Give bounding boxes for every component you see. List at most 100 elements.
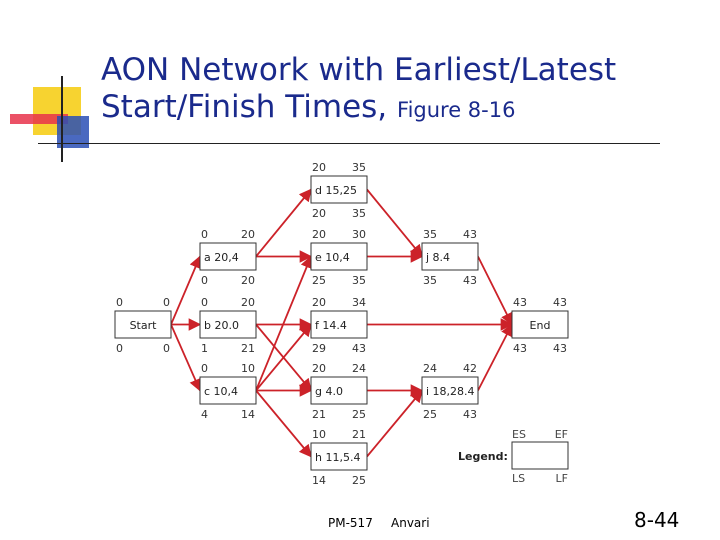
node-b-ls: 1 xyxy=(201,342,208,355)
node-e-ef: 30 xyxy=(352,228,366,241)
node-a-ef: 20 xyxy=(241,228,255,241)
node-g-ls: 21 xyxy=(312,408,326,421)
node-f-label: f 14.4 xyxy=(315,319,347,332)
node-b-ef: 20 xyxy=(241,296,255,309)
slide-title: AON Network with Earliest/Latest Start/F… xyxy=(101,52,616,129)
node-b-label: b 20.0 xyxy=(204,319,239,332)
node-end-ef: 43 xyxy=(553,296,567,309)
node-a-es: 0 xyxy=(201,228,208,241)
node-j-lf: 43 xyxy=(463,274,477,287)
node-b-lf: 21 xyxy=(241,342,255,355)
node-end-label: End xyxy=(530,319,551,332)
node-c-es: 0 xyxy=(201,362,208,375)
node-f-box xyxy=(310,310,368,339)
legend: Legend: ES EF LS LF xyxy=(458,428,569,485)
node-h-ls: 14 xyxy=(312,474,326,487)
node-e-box xyxy=(310,242,368,271)
node-g-lf: 25 xyxy=(352,408,366,421)
legend-label: Legend: xyxy=(458,450,508,463)
node-c-label: c 10,4 xyxy=(204,385,238,398)
node-e-es: 20 xyxy=(312,228,326,241)
edge-a-d xyxy=(255,188,312,258)
node-j-box xyxy=(421,242,479,271)
legend-ef: EF xyxy=(555,428,568,441)
node-d-ls: 20 xyxy=(312,207,326,220)
node-i-es: 24 xyxy=(423,362,437,375)
edge-j-end xyxy=(477,256,513,326)
title-line-1: AON Network with Earliest/Latest xyxy=(101,52,617,88)
edges-layer xyxy=(170,188,514,458)
node-j-es: 35 xyxy=(423,228,437,241)
node-end-lf: 43 xyxy=(553,342,567,355)
node-b-es: 0 xyxy=(201,296,208,309)
node-i-lf: 43 xyxy=(463,408,477,421)
node-b-box xyxy=(199,310,257,339)
node-d-box xyxy=(310,175,368,204)
footer-course: PM-517 xyxy=(328,516,373,530)
node-start-ef: 0 xyxy=(163,296,170,309)
title-line-2: Start/Finish Times, Figure 8-16 xyxy=(101,89,616,129)
node-j-label: j 8.4 xyxy=(425,251,450,264)
node-h-es: 10 xyxy=(312,428,326,441)
node-e-lf: 35 xyxy=(352,274,366,287)
legend-es: ES xyxy=(512,428,526,441)
node-start-ls: 0 xyxy=(116,342,123,355)
node-end-ls: 43 xyxy=(513,342,527,355)
node-a-label: a 20,4 xyxy=(204,251,239,264)
node-j-ls: 35 xyxy=(423,274,437,287)
node-c-ls: 4 xyxy=(201,408,208,421)
node-h-box xyxy=(310,442,368,471)
node-j-ef: 43 xyxy=(463,228,477,241)
node-i-box xyxy=(421,376,479,405)
edge-start-a xyxy=(170,255,202,325)
node-c: c 10,4 0 10 4 14 xyxy=(199,362,257,421)
legend-box xyxy=(511,441,569,470)
node-i-ef: 42 xyxy=(463,362,477,375)
node-g-ef: 24 xyxy=(352,362,366,375)
edge-d-j xyxy=(366,188,423,258)
node-i-label: i 18,28.4 xyxy=(426,385,475,398)
node-start-lf: 0 xyxy=(163,342,170,355)
node-d-lf: 35 xyxy=(352,207,366,220)
node-h-ef: 21 xyxy=(352,428,366,441)
node-c-lf: 14 xyxy=(241,408,255,421)
node-d-label: d 15,25 xyxy=(315,184,357,197)
node-c-ef: 10 xyxy=(241,362,255,375)
node-end-box xyxy=(511,310,569,339)
node-b: b 20.0 0 20 1 21 xyxy=(199,296,257,355)
edge-h-i xyxy=(366,389,423,458)
node-d: d 15,25 20 35 20 35 xyxy=(310,161,368,220)
node-d-ef: 35 xyxy=(352,161,366,174)
footer-author: Anvari xyxy=(391,516,430,530)
node-f-es: 20 xyxy=(312,296,326,309)
node-start-label: Start xyxy=(130,319,158,332)
legend-lf: LF xyxy=(556,472,568,485)
node-e-ls: 25 xyxy=(312,274,326,287)
legend-ls: LS xyxy=(512,472,525,485)
node-e: e 10,4 20 30 25 35 xyxy=(310,228,368,287)
edge-i-end xyxy=(477,323,513,391)
page-number: 8-44 xyxy=(634,508,680,532)
node-h-label: h 11,5.4 xyxy=(315,451,360,464)
node-h: h 11,5.4 10 21 14 25 xyxy=(310,428,368,487)
node-f-ls: 29 xyxy=(312,342,326,355)
edge-start-c xyxy=(170,324,202,392)
node-j: j 8.4 35 43 35 43 xyxy=(421,228,479,287)
node-h-lf: 25 xyxy=(352,474,366,487)
node-e-label: e 10,4 xyxy=(315,251,350,264)
node-c-box xyxy=(199,376,257,405)
node-g-box xyxy=(310,376,368,405)
edge-c-e xyxy=(255,255,313,391)
node-a-ls: 0 xyxy=(201,274,208,287)
node-a-lf: 20 xyxy=(241,274,255,287)
node-d-es: 20 xyxy=(312,161,326,174)
decor-horizontal-line xyxy=(38,143,660,144)
node-a-box xyxy=(199,242,257,271)
edge-c-h xyxy=(255,389,312,458)
